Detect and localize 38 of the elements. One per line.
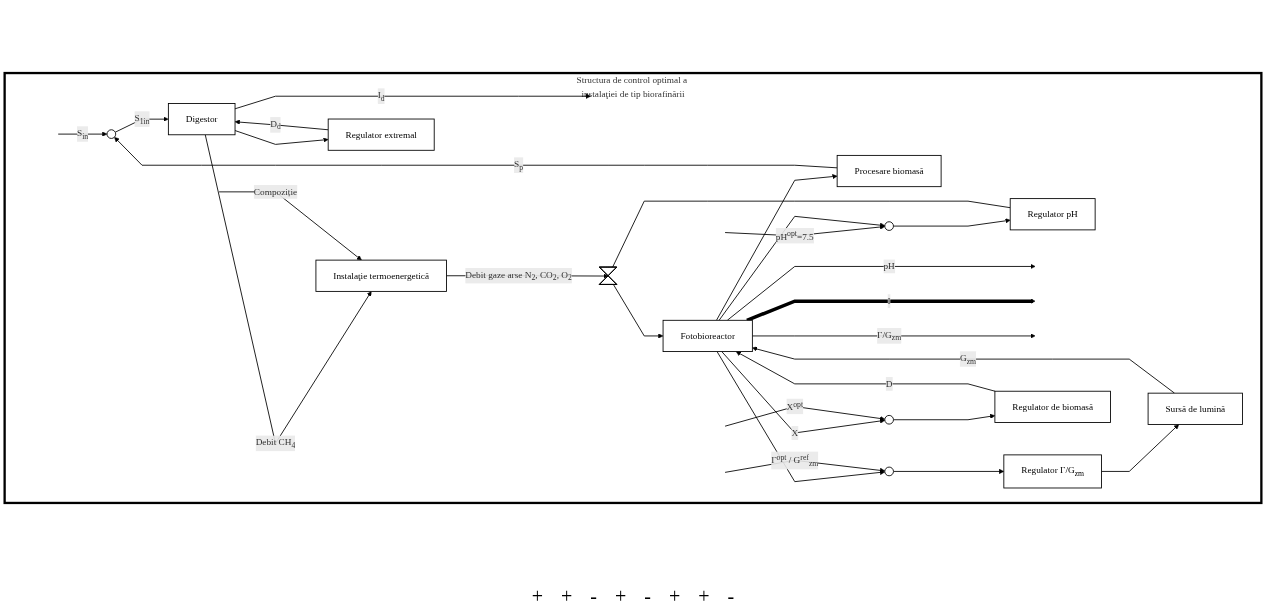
node-box: Regulator Γ/G$_{zm}$ — [1003, 454, 1102, 489]
sign-label: + — [561, 584, 573, 608]
node-box: Procesare biomasă — [836, 154, 942, 188]
sign-label: + — [698, 584, 710, 608]
edge-label: G$_{zm}$ — [959, 352, 977, 366]
node-box: Digestor — [167, 103, 236, 136]
node-circle — [106, 129, 117, 139]
sign-label: - — [727, 584, 735, 608]
sign-label: - — [590, 584, 597, 608]
edge-label: I$_{d}$ — [377, 90, 385, 103]
sign-label: + — [668, 584, 681, 608]
sign-label: - — [644, 584, 651, 608]
node-box: Regulator pH — [1009, 198, 1096, 231]
edge-label: Compoziție — [253, 186, 298, 197]
node-box: Fotobioreactor — [662, 319, 753, 352]
edge-label: X$^{opt}$ — [786, 399, 804, 413]
arrow — [746, 298, 1036, 322]
edge-label: S$_{p}$ — [514, 159, 524, 172]
node-box: Instalaţie termoenergetică — [315, 259, 447, 292]
node-box: Sursă de lumină — [1147, 392, 1243, 425]
edge-label: pH$^{opt}$=7.5 — [775, 229, 814, 242]
edge-label: Γ/G$_{zm}$ — [877, 329, 902, 343]
node-box: Regulator extremal — [327, 118, 435, 151]
edge-label: D — [885, 378, 893, 389]
node-circle — [884, 221, 894, 231]
node-box: Regulator de biomasă — [994, 390, 1111, 423]
edge-label: pH — [883, 261, 895, 272]
edge-label: S$_{1in}$ — [134, 113, 150, 126]
sign-label: + — [531, 584, 544, 608]
edge-label: D$_{d}$ — [270, 118, 281, 132]
node-circle — [884, 466, 894, 477]
node-circle — [884, 414, 894, 425]
sign-label: + — [615, 584, 627, 608]
edge-label: Debit CH$_{4}$ — [255, 437, 296, 450]
edge-label: I — [887, 295, 891, 306]
edge-label: Debit gaze arse N$_{2}$, CO$_{2}$, O$_{2}$ — [465, 269, 572, 282]
edge-label: X — [791, 427, 799, 438]
edge-label: S$_{in}$ — [77, 127, 89, 141]
